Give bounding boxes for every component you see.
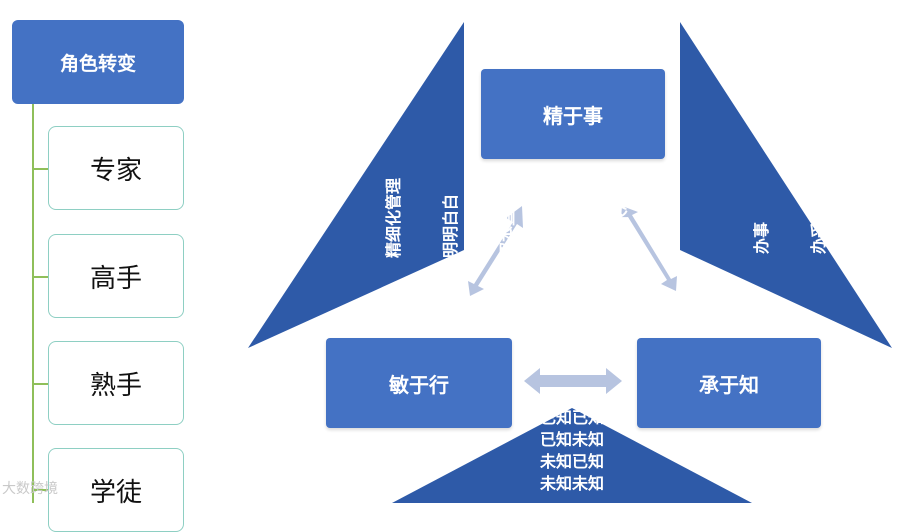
tree-child-expert: 专家 bbox=[48, 126, 184, 210]
root-label: 角色转变 bbox=[59, 52, 136, 75]
bottom-wedge-text: 已知已知 已知未知 未知已知 未知未知 bbox=[520, 407, 624, 495]
tree-child-label: 专家 bbox=[89, 155, 142, 186]
wedge-line: 办好 bbox=[866, 221, 885, 254]
watermark-text: 大数跨境 bbox=[2, 481, 58, 497]
tree-child-label: 熟手 bbox=[89, 370, 142, 401]
tree-branch-line bbox=[32, 489, 48, 491]
wedge-line: 精益求精 bbox=[612, 193, 631, 258]
wedge-line: 明明白白 bbox=[441, 193, 460, 258]
node-left: 敏于行 bbox=[326, 338, 512, 428]
tree-branch-line bbox=[32, 383, 48, 385]
tree-child-skilled: 熟手 bbox=[48, 341, 184, 425]
wedge-line: 办事 bbox=[752, 221, 771, 254]
wedge-line: 未知未知 bbox=[539, 474, 604, 493]
wedge-line: 已知已知 bbox=[539, 408, 604, 427]
node-right: 承于知 bbox=[637, 338, 821, 428]
tree-child-master: 高手 bbox=[48, 234, 184, 318]
bottom-wedge bbox=[392, 408, 752, 503]
left-wedge-text: 精细化管理 明明白白 照本宣科 精细化到个 精益求精 bbox=[346, 178, 650, 258]
cycle-diagram bbox=[248, 22, 892, 503]
tree-trunk-line bbox=[32, 104, 34, 503]
right-wedge-text: 办事 办妥 办好 办对 bbox=[714, 222, 900, 254]
right-wedge bbox=[680, 22, 892, 348]
arrow-top-right bbox=[621, 206, 677, 291]
tree-child-label: 高手 bbox=[89, 263, 142, 294]
arrow-top-left bbox=[468, 206, 523, 296]
wedge-line: 精细化管理 bbox=[384, 177, 403, 258]
node-top: 精于事 bbox=[481, 69, 665, 159]
tree-branch-line bbox=[32, 276, 48, 278]
tree-branch-line bbox=[32, 168, 48, 170]
wedge-line: 精细化到个 bbox=[555, 177, 574, 258]
wedge-line: 办妥 bbox=[809, 221, 828, 254]
node-top-label: 精于事 bbox=[543, 103, 603, 128]
node-right-label: 承于知 bbox=[699, 372, 759, 397]
wedge-line: 照本宣科 bbox=[498, 193, 517, 258]
arrow-horizontal bbox=[524, 368, 622, 394]
left-wedge bbox=[248, 22, 464, 348]
root-node: 角色转变 bbox=[12, 20, 184, 104]
wedge-line: 未知已知 bbox=[539, 452, 604, 471]
node-left-label: 敏于行 bbox=[389, 372, 449, 397]
wedge-line: 已知未知 bbox=[539, 430, 604, 449]
